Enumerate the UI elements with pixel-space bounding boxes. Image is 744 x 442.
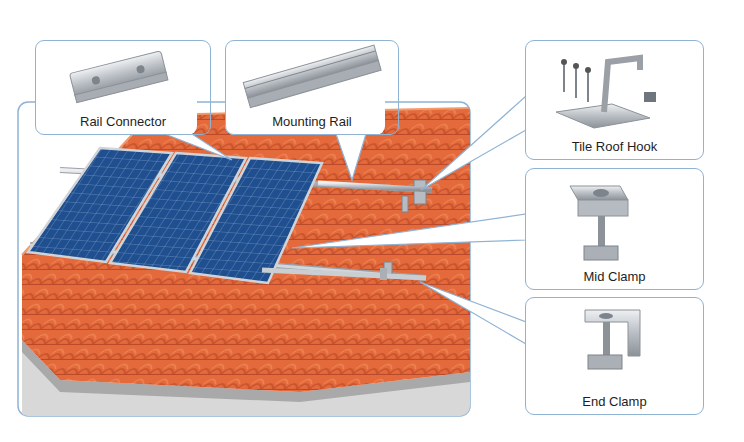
callout-box: Mid Clamp <box>525 168 704 290</box>
callout-box: Mounting Rail <box>225 40 399 135</box>
part-label: Mid Clamp <box>526 269 703 284</box>
callout-box: Rail Connector <box>35 40 211 135</box>
part-label: Mounting Rail <box>226 114 398 129</box>
part-label: Rail Connector <box>36 114 210 129</box>
part-label: Tile Roof Hook <box>526 139 703 154</box>
callout-box: End Clamp <box>525 297 704 415</box>
part-label: End Clamp <box>526 394 703 409</box>
callout-box: Tile Roof Hook <box>525 40 704 160</box>
